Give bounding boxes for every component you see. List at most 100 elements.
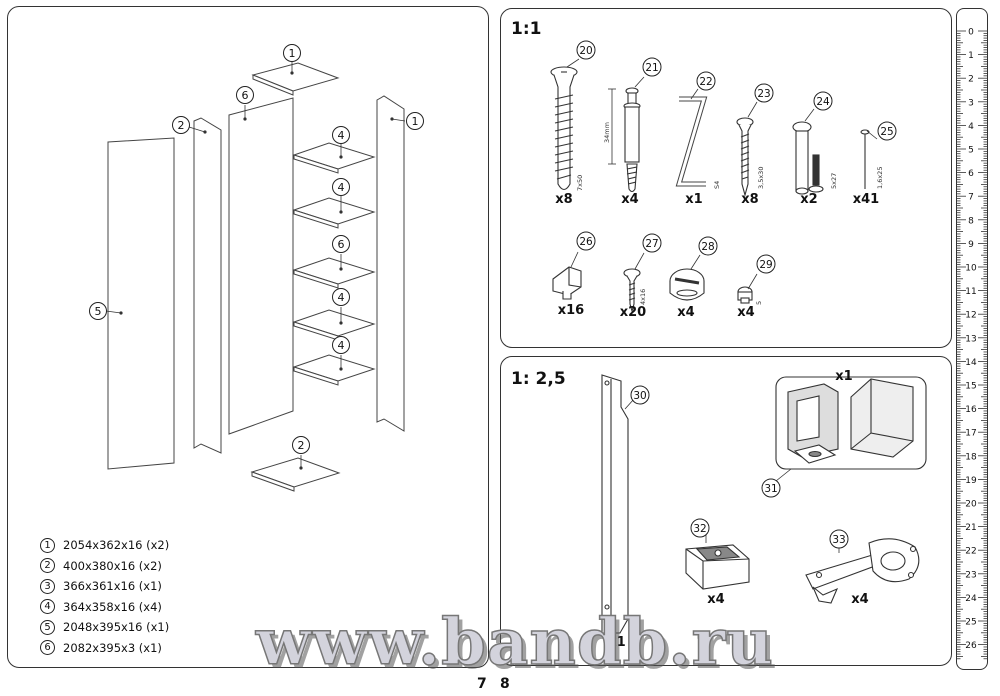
callout-circle [332, 178, 350, 196]
ruler-label: 17 [965, 429, 976, 439]
legend-text: 366x361x16 (x1) [63, 579, 162, 594]
callout-label: 32 [693, 523, 706, 535]
callout-label: 27 [645, 238, 658, 250]
ruler-label: 0 [968, 28, 974, 38]
size-label: 4x16 [639, 289, 647, 305]
bolt-icon [792, 121, 824, 195]
size-label: 5 [755, 301, 763, 305]
part-2-top [251, 62, 340, 92]
ruler-label: 11 [965, 287, 976, 297]
ruler-label: 1 [968, 51, 974, 61]
ruler-label: 20 [965, 500, 977, 510]
size-label: 3,5x30 [757, 167, 765, 189]
callout-label: 6 [338, 238, 345, 251]
ruler-scale: 0123456789101112131415161718192021222324… [957, 28, 987, 660]
callout-label: 6 [242, 89, 249, 102]
quantity-label: x8 [741, 192, 759, 207]
callout-label: 1 [412, 115, 419, 128]
size-label: 34mm [603, 122, 611, 143]
quantity-label: x20 [619, 305, 647, 320]
ruler-label: 12 [965, 311, 976, 321]
quantity-label: x2 [800, 192, 818, 207]
ruler-label: 21 [965, 523, 976, 533]
quantity-label: x16 [557, 303, 585, 318]
callout-circle [406, 112, 424, 130]
watermark: www.bandb.ru [255, 604, 774, 681]
shelf-6 [292, 257, 376, 285]
quantity-label: x4 [621, 192, 639, 207]
callout-label: 33 [832, 534, 845, 546]
small-screw-icon [623, 268, 641, 314]
callout-label: 26 [579, 236, 593, 248]
callout-circle [332, 288, 350, 306]
ruler-label: 6 [968, 169, 974, 179]
callout-label: 30 [633, 390, 646, 402]
callout-label: 2 [298, 439, 305, 452]
ruler-label: 4 [968, 122, 974, 132]
shelf-4-b [292, 197, 376, 225]
quantity-label: x1 [685, 192, 703, 207]
quantity-label: x4 [737, 305, 755, 320]
callout-circle [332, 126, 350, 144]
fittings-panel: 1:1 [500, 8, 952, 348]
ruler-label: 5 [968, 146, 974, 156]
callout-circle [332, 336, 350, 354]
eccentric-icon [737, 286, 753, 304]
callout-label: 4 [338, 129, 345, 142]
callout-circle [283, 44, 301, 62]
fittings-drawing: 20 21 22 23 24 25 26 27 28 29 7x50 34mm … [550, 40, 897, 314]
legend-number: 1 [40, 537, 55, 553]
callout-circle [292, 436, 310, 454]
callout-label: 29 [759, 259, 772, 271]
shelf-4-a [292, 142, 376, 170]
callout-circle [236, 86, 254, 104]
cam-lock-icon [669, 268, 705, 301]
shelf-4-d [292, 354, 376, 382]
scale-title: 1: 2,5 [511, 369, 566, 389]
hardware-panel: 1: 2,5 [500, 356, 952, 666]
ruler-label: 24 [965, 594, 977, 604]
legend-text: 2082x395x3 (x1) [63, 640, 162, 655]
corner-bracket-icon [787, 378, 914, 464]
callout-label: 4 [338, 339, 345, 352]
legend-number: 4 [40, 599, 55, 615]
ruler-label: 22 [965, 547, 976, 557]
hardware-drawing: 30 31 32 33 [601, 374, 927, 634]
callout-label: 25 [880, 126, 893, 138]
ruler-label: 9 [968, 240, 974, 250]
ruler-label: 13 [965, 334, 976, 344]
quantity-label: x1 [835, 369, 853, 384]
legend-number: 6 [40, 640, 55, 656]
dowel-icon [608, 87, 641, 193]
quantity-label: x4 [677, 305, 695, 320]
size-label: 7x50 [576, 175, 584, 191]
watermark-shadow: www.bandb.ru [260, 609, 778, 684]
page-number: 8 [500, 676, 510, 692]
ruler-label: 18 [965, 452, 977, 462]
callout-circle [89, 302, 107, 320]
legend-row: 6 2082x395x3 (x1) [40, 638, 169, 659]
ruler-label: 19 [965, 476, 977, 486]
ruler-label: 7 [968, 193, 974, 203]
legend-number: 3 [40, 578, 55, 594]
size-label: 1,6x25 [876, 167, 884, 189]
callout-label: 4 [338, 291, 345, 304]
legend-row: 3 366x361x16 (x1) [40, 576, 169, 597]
callout-circle [332, 235, 350, 253]
shelf-support-icon [552, 266, 582, 300]
ruler-label: 16 [965, 405, 977, 415]
callout-label: 28 [701, 241, 714, 253]
callout-label: 2 [178, 119, 185, 132]
rail-icon [601, 374, 629, 634]
callout-label: 31 [764, 483, 777, 495]
quantity-label: x4 [707, 592, 725, 607]
quantity-label: x1 [608, 635, 626, 650]
callout-label: 23 [757, 88, 770, 100]
size-label: 5x27 [830, 173, 838, 189]
part-1-right-side [376, 95, 405, 432]
callout-label: 21 [645, 62, 658, 74]
